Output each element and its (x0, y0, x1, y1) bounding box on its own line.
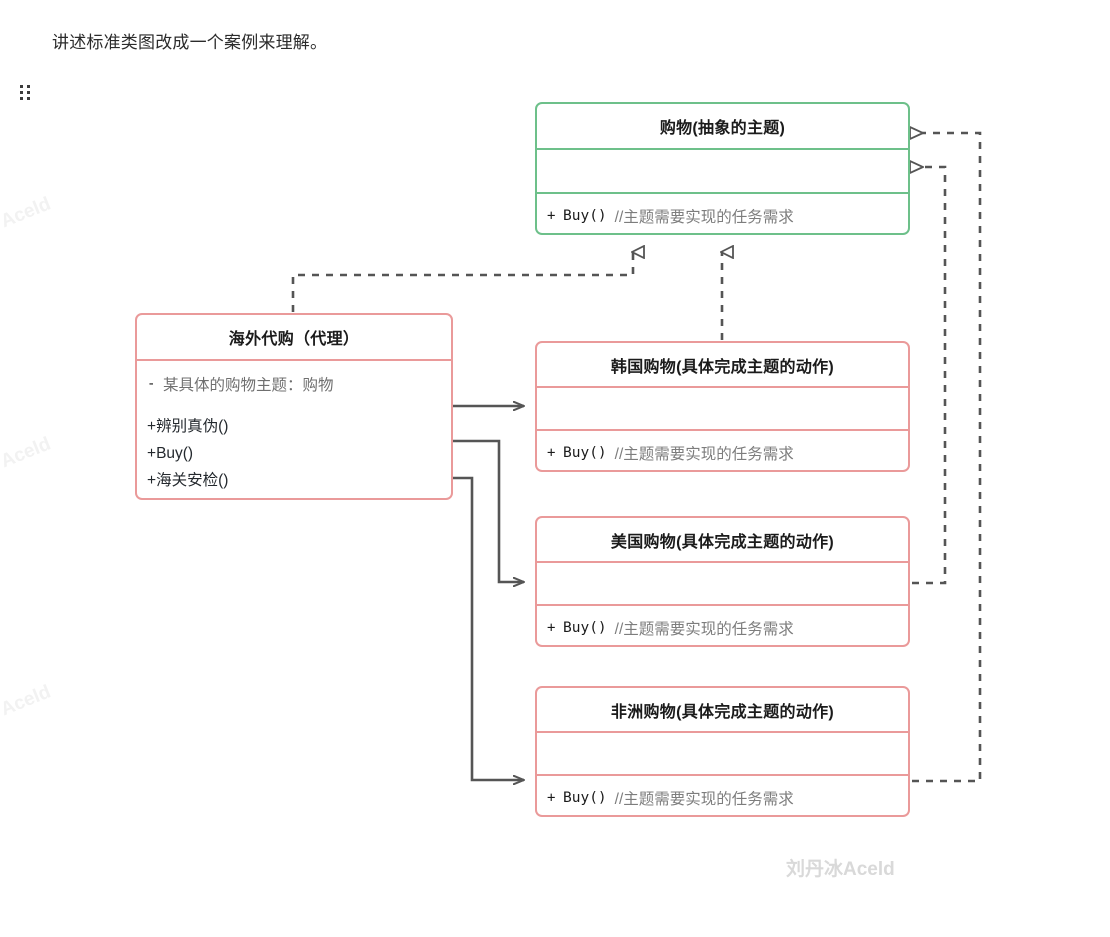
method-comment: //主题需要实现的任务需求 (614, 620, 794, 638)
class-method-overseas-proxy-customs: +海关安检() (147, 467, 441, 494)
visibility-marker: + (547, 789, 556, 806)
class-method-usa-shopping-buy: + Buy() //主题需要实现的任务需求 (537, 604, 908, 645)
method-signature: Buy() (563, 789, 607, 806)
class-title-usa-shopping: 美国购物(具体完成主题的动作) (610, 533, 835, 551)
class-box-africa-shopping[interactable]: 非洲购物(具体完成主题的动作) + Buy() //主题需要实现的任务需求 (535, 686, 910, 817)
class-method-overseas-proxy-verify: +辨别真伪() (147, 413, 441, 440)
class-title-overseas-proxy: 海外代购（代理） (228, 331, 360, 348)
class-box-overseas-proxy[interactable]: 海外代购（代理） - 某具体的购物主题：购物 +辨别真伪() +Buy() +海… (135, 313, 453, 500)
class-title-korea-shopping: 韩国购物(具体完成主题的动作) (610, 358, 835, 376)
class-attributes-usa-shopping (537, 561, 908, 604)
class-attributes-korea-shopping (537, 386, 908, 429)
drag-dot (27, 91, 30, 94)
class-method-africa-shopping-buy: + Buy() //主题需要实现的任务需求 (537, 774, 908, 815)
watermark-author: 刘丹冰Aceld (786, 859, 895, 880)
class-method-shopping-abstract-buy: + Buy() //主题需要实现的任务需求 (537, 192, 908, 233)
method-comment: //主题需要实现的任务需求 (614, 445, 794, 463)
method-signature: Buy() (563, 619, 607, 636)
relation-africa-to-abstract (912, 133, 982, 783)
visibility-marker: + (547, 444, 556, 461)
drag-dot (27, 97, 30, 100)
visibility-marker: + (547, 619, 556, 636)
class-attribute-overseas-proxy-subject: - 某具体的购物主题：购物 (137, 359, 451, 406)
relation-usa-to-abstract (912, 167, 947, 585)
drag-handle-icon[interactable] (20, 85, 32, 101)
method-signature: 海关安检() (156, 472, 229, 489)
class-title-shopping-abstract: 购物(抽象的主题) (659, 120, 786, 137)
page-paragraph: 讲述标准类图改成一个案例来理解。 (52, 33, 328, 52)
relation-proxy-to-africa (453, 476, 524, 780)
visibility-marker: + (547, 207, 556, 224)
visibility-marker: + (147, 472, 157, 489)
method-comment: //主题需要实现的任务需求 (614, 208, 794, 226)
drag-dot (20, 97, 23, 100)
class-attributes-africa-shopping (537, 731, 908, 774)
method-signature: Buy() (563, 444, 607, 461)
class-box-usa-shopping[interactable]: 美国购物(具体完成主题的动作) + Buy() //主题需要实现的任务需求 (535, 516, 910, 647)
relation-proxy-to-abstract (291, 252, 633, 312)
drag-dot (27, 85, 30, 88)
class-box-shopping-abstract[interactable]: 购物(抽象的主题) + Buy() //主题需要实现的任务需求 (535, 102, 910, 235)
visibility-marker: + (147, 445, 157, 462)
method-signature: Buy() (563, 207, 607, 224)
class-method-overseas-proxy-buy: +Buy() (147, 440, 441, 467)
class-methods-overseas-proxy: +辨别真伪() +Buy() +海关安检() (137, 406, 451, 498)
drag-dot (20, 91, 23, 94)
class-attributes-shopping-abstract (537, 148, 908, 192)
method-signature: Buy() (156, 445, 194, 462)
visibility-marker: - (147, 375, 156, 392)
class-title-africa-shopping: 非洲购物(具体完成主题的动作) (610, 703, 835, 721)
attribute-text: 某具体的购物主题：购物 (163, 376, 334, 394)
method-comment: //主题需要实现的任务需求 (614, 790, 794, 808)
drag-dot (20, 85, 23, 88)
class-method-korea-shopping-buy: + Buy() //主题需要实现的任务需求 (537, 429, 908, 470)
relation-proxy-to-usa (453, 439, 524, 582)
class-box-korea-shopping[interactable]: 韩国购物(具体完成主题的动作) + Buy() //主题需要实现的任务需求 (535, 341, 910, 472)
visibility-marker: + (147, 418, 157, 435)
method-signature: 辨别真伪() (156, 418, 229, 435)
